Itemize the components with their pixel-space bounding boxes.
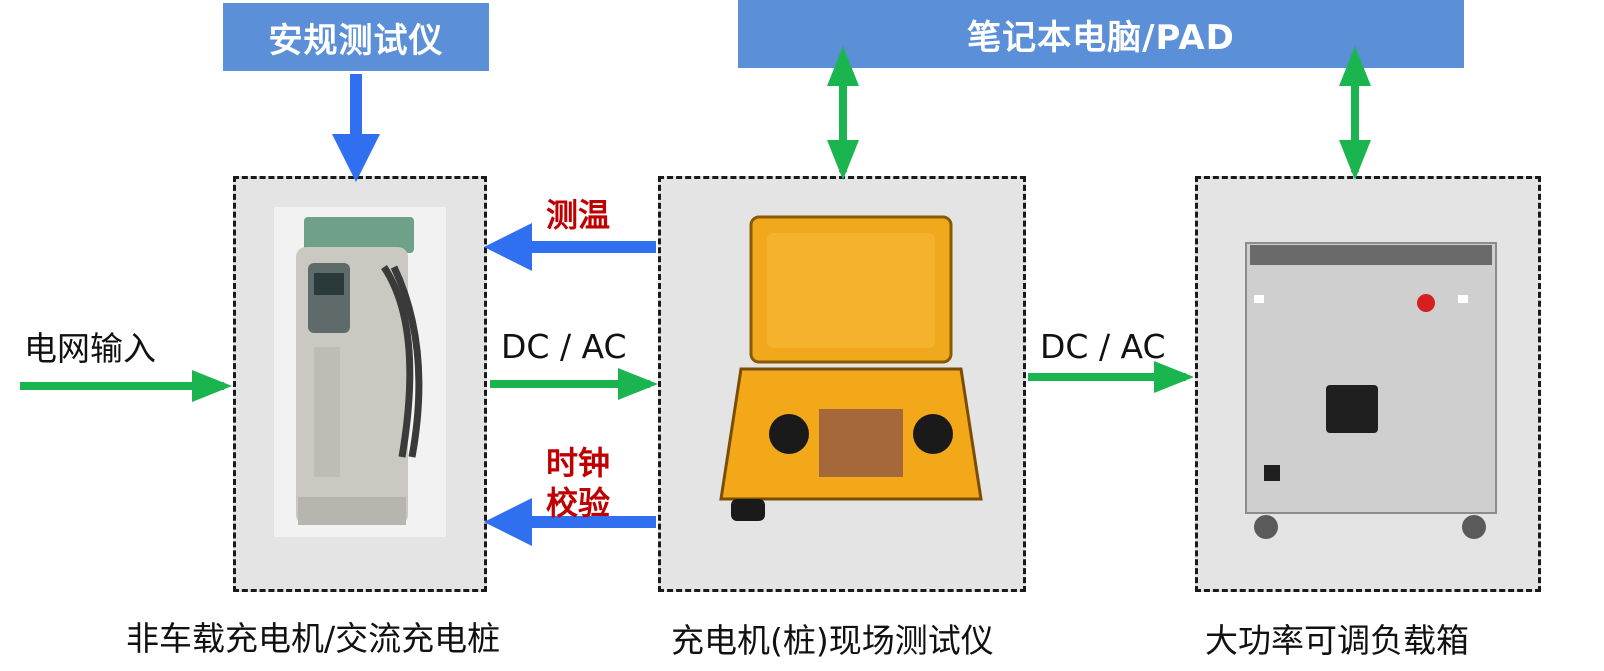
clock-line2-label: 校验 [546,484,611,522]
charger-box [233,176,487,592]
safety-tester-label: 安规测试仪 [268,20,444,61]
load-box-box [1195,176,1541,592]
dcac-left-label: DC / AC [501,327,627,366]
field-tester-image [701,209,986,529]
charger-pile-image [274,207,446,537]
temp-measure-label: 测温 [546,196,611,234]
load-box-image [1236,215,1506,545]
field-tester-caption: 充电机(桩)现场测试仪 [671,621,994,660]
clock-line1-label: 时钟 [546,444,611,482]
load-box-caption: 大功率可调负载箱 [1205,621,1469,660]
charger-caption: 非车载充电机/交流充电桩 [126,619,501,658]
laptop-pad-label: 笔记本电脑/PAD [967,17,1235,58]
grid-input-label: 电网输入 [24,329,156,368]
safety-tester-header: 安规测试仪 [223,3,489,71]
dcac-right-label: DC / AC [1040,327,1166,366]
field-tester-box [658,176,1026,592]
